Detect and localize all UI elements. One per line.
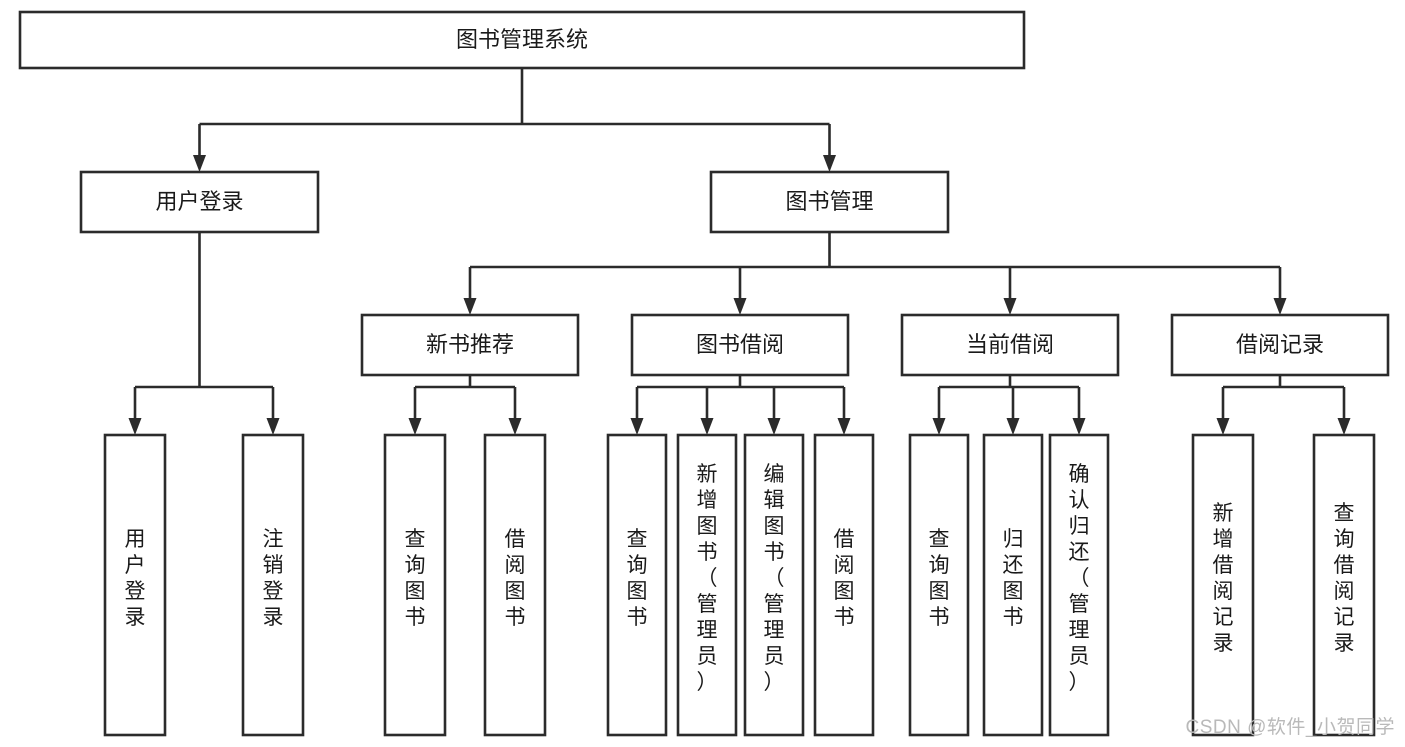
node-book-manage[interactable]: 图书管理 (709, 170, 950, 234)
node-leaf-borrow-book[interactable]: 借阅图书 (813, 433, 875, 737)
node-leaf-edit-book-admin[interactable]: 编辑图书（管理员） (743, 433, 805, 737)
node-label-leaf-return-book: 归还图书 (1003, 528, 1024, 629)
node-leaf-query-book-borrow[interactable]: 查询图书 (606, 433, 668, 737)
arrow-head-icon (1003, 298, 1017, 315)
arrow-head-icon (700, 418, 714, 435)
arrow-head-icon (1006, 418, 1020, 435)
node-leaf-user-login[interactable]: 用户登录 (103, 433, 167, 737)
edge-group-current-borrow (932, 375, 1086, 435)
node-leaf-confirm-return-admin[interactable]: 确认归还（管理员） (1048, 433, 1110, 737)
node-box-leaf-user-login (103, 433, 167, 737)
node-label-leaf-query-book-rec: 查询图书 (405, 528, 426, 629)
arrow-head-icon (463, 298, 477, 315)
node-box-book-manage (709, 170, 950, 234)
node-label-leaf-user-login: 用户登录 (125, 528, 146, 629)
node-label-current-borrow: 当前借阅 (966, 332, 1054, 357)
edge-group-new-book-recommend (408, 375, 522, 435)
node-box-leaf-borrow-book-rec (483, 433, 547, 737)
node-label-new-book-recommend: 新书推荐 (426, 332, 514, 357)
node-label-leaf-confirm-return-admin: 确认归还（管理员） (1069, 463, 1090, 694)
node-leaf-borrow-book-rec[interactable]: 借阅图书 (483, 433, 547, 737)
node-label-leaf-query-book-cur: 查询图书 (929, 528, 950, 629)
node-box-leaf-query-book-cur (908, 433, 970, 737)
node-new-book-recommend[interactable]: 新书推荐 (360, 313, 580, 377)
arrow-head-icon (1273, 298, 1287, 315)
arrow-head-icon (266, 418, 280, 435)
node-label-borrow-record: 借阅记录 (1236, 332, 1324, 357)
node-box-leaf-query-book-borrow (606, 433, 668, 737)
csdn-watermark: CSDN @软件_小贺同学 (1185, 717, 1395, 738)
node-label-leaf-logout: 注销登录 (263, 528, 284, 629)
arrow-head-icon (1072, 418, 1086, 435)
node-label-leaf-query-book-borrow: 查询图书 (627, 528, 648, 629)
node-label-leaf-add-borrow-record: 新增借阅记录 (1213, 502, 1234, 655)
arrow-head-icon (128, 418, 142, 435)
edge-group-book-borrow (630, 375, 851, 435)
node-box-leaf-borrow-book (813, 433, 875, 737)
arrow-head-icon (508, 418, 522, 435)
connector-layer (128, 68, 1351, 435)
arrow-head-icon (823, 155, 836, 172)
node-leaf-add-borrow-record[interactable]: 新增借阅记录 (1191, 433, 1255, 737)
arrow-head-icon (1216, 418, 1230, 435)
node-label-user-login: 用户登录 (155, 189, 243, 214)
node-leaf-query-borrow-record[interactable]: 查询借阅记录 (1312, 433, 1376, 737)
edge-group-borrow-record (1216, 375, 1351, 435)
node-label-root: 图书管理系统 (456, 27, 588, 52)
node-label-leaf-query-borrow-record: 查询借阅记录 (1334, 502, 1355, 655)
edge-group-user-login (128, 232, 280, 435)
node-box-new-book-recommend (360, 313, 580, 377)
node-box-leaf-logout (241, 433, 305, 737)
node-box-leaf-add-book-admin (676, 433, 738, 737)
arrow-head-icon (1337, 418, 1351, 435)
node-leaf-query-book-rec[interactable]: 查询图书 (383, 433, 447, 737)
node-current-borrow[interactable]: 当前借阅 (900, 313, 1120, 377)
node-box-leaf-query-book-rec (383, 433, 447, 737)
node-box-leaf-add-borrow-record (1191, 433, 1255, 737)
node-box-leaf-query-borrow-record (1312, 433, 1376, 737)
node-leaf-return-book[interactable]: 归还图书 (982, 433, 1044, 737)
node-label-leaf-edit-book-admin: 编辑图书（管理员） (764, 463, 785, 694)
node-leaf-add-book-admin[interactable]: 新增图书（管理员） (676, 433, 738, 737)
arrow-head-icon (630, 418, 644, 435)
node-box-book-borrow (630, 313, 850, 377)
arrow-head-icon (932, 418, 946, 435)
node-box-user-login (79, 170, 320, 234)
node-box-current-borrow (900, 313, 1120, 377)
node-box-leaf-edit-book-admin (743, 433, 805, 737)
edge-group-book-manage (463, 232, 1287, 315)
node-box-borrow-record (1170, 313, 1390, 377)
edge-group-root (193, 68, 836, 172)
node-label-leaf-add-book-admin: 新增图书（管理员） (697, 463, 718, 694)
node-label-book-manage: 图书管理 (785, 189, 873, 214)
node-leaf-logout[interactable]: 注销登录 (241, 433, 305, 737)
node-layer: 图书管理系统用户登录图书管理新书推荐图书借阅当前借阅借阅记录用户登录注销登录查询… (18, 10, 1390, 737)
arrow-head-icon (767, 418, 781, 435)
node-leaf-query-book-cur[interactable]: 查询图书 (908, 433, 970, 737)
arrow-head-icon (837, 418, 851, 435)
node-book-borrow[interactable]: 图书借阅 (630, 313, 850, 377)
arrow-head-icon (733, 298, 747, 315)
node-box-leaf-confirm-return-admin (1048, 433, 1110, 737)
node-label-book-borrow: 图书借阅 (696, 332, 784, 357)
node-borrow-record[interactable]: 借阅记录 (1170, 313, 1390, 377)
arrow-head-icon (193, 155, 206, 172)
node-label-leaf-borrow-book-rec: 借阅图书 (505, 528, 526, 629)
node-label-leaf-borrow-book: 借阅图书 (834, 528, 855, 629)
node-box-root (18, 10, 1026, 70)
node-root[interactable]: 图书管理系统 (18, 10, 1026, 70)
arrow-head-icon (408, 418, 422, 435)
node-user-login[interactable]: 用户登录 (79, 170, 320, 234)
node-box-leaf-return-book (982, 433, 1044, 737)
